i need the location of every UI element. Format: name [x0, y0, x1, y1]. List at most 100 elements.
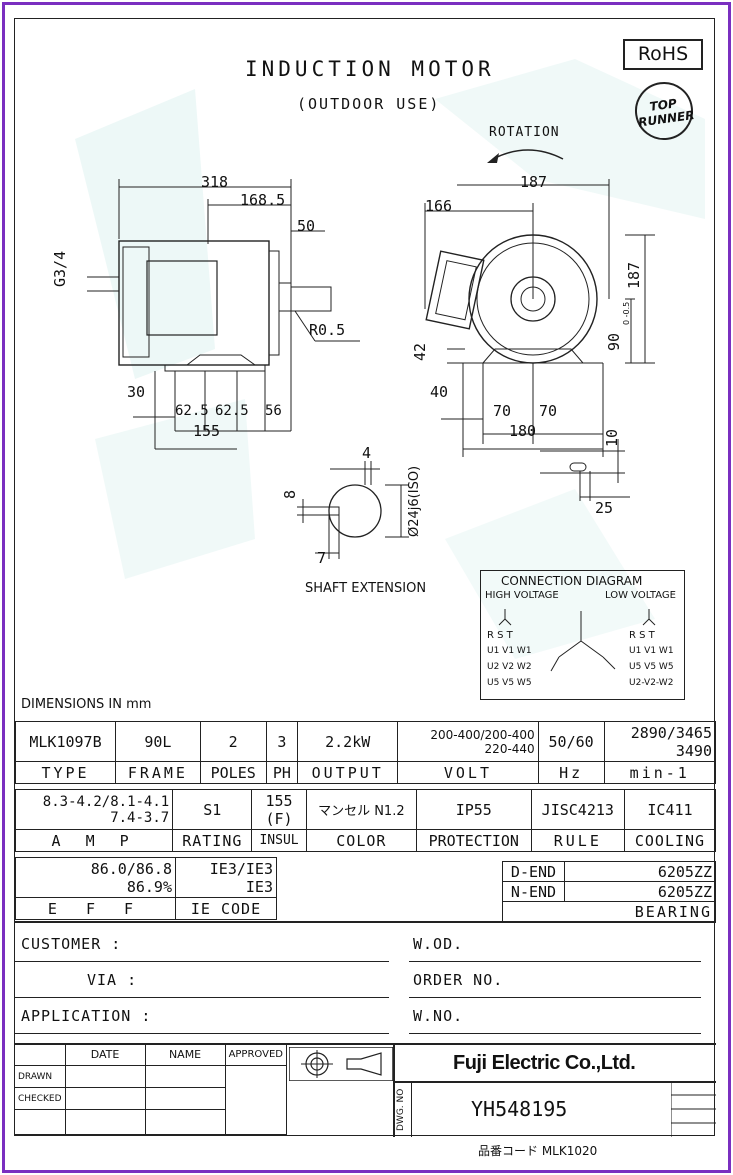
ie-code-label: IE CODE — [175, 897, 277, 920]
dim-40: 40 — [430, 383, 449, 401]
company-name: Fuji Electric Co.,Ltd. — [453, 1052, 636, 1074]
via-underline — [15, 997, 389, 998]
customer-label: CUSTOMER : — [21, 935, 122, 953]
order-no-underline — [409, 997, 701, 998]
rotation-label: ROTATION — [489, 125, 560, 140]
cooling-value: IC411 — [623, 789, 717, 830]
page-subtitle: (OUTDOOR USE) — [297, 95, 441, 113]
volt-label: VOLT — [397, 761, 539, 784]
checked-label: CHECKED — [15, 1087, 66, 1110]
wiring-diagram-icon — [498, 609, 656, 672]
dim-10: 10 — [603, 428, 621, 447]
dim-42: 42 — [411, 342, 429, 361]
rating-value: S1 — [172, 789, 253, 830]
frame-value: 90L — [115, 721, 201, 762]
connection-diagram: CONNECTION DIAGRAM HIGH VOLTAGE LOW VOLT… — [480, 570, 685, 700]
dim-166: 166 — [425, 197, 453, 215]
output-value: 2.2kW — [297, 721, 399, 762]
divider — [411, 1081, 412, 1137]
low-row3: U2-V2-W2 — [629, 678, 674, 688]
low-row1: U1 V1 W1 — [629, 646, 674, 656]
speed-label: min-1 — [603, 761, 717, 784]
dim-70-b: 70 — [539, 402, 558, 420]
ph-value: 3 — [265, 721, 299, 762]
high-row2: U2 V2 W2 — [487, 662, 532, 672]
application-underline — [15, 1033, 389, 1034]
approved-header: APPROVED — [224, 1043, 288, 1066]
dim-25: 25 — [595, 499, 614, 517]
high-row3: U5 V5 W5 — [487, 678, 532, 688]
dim-shaft-4: 4 — [362, 444, 372, 462]
output-label: OUTPUT — [297, 761, 399, 784]
dim-70-a: 70 — [493, 402, 512, 420]
dim-180: 180 — [509, 422, 537, 440]
n-end-label: N-END — [502, 881, 565, 902]
revision-box — [671, 1081, 716, 1137]
hz-value: 50/60 — [537, 721, 605, 762]
drawing-sheet: RoHS TOP RUNNER INDUCTION MOTOR (OUTDOOR… — [14, 18, 717, 1137]
projection-symbol-icon — [289, 1047, 393, 1081]
date-header: DATE — [64, 1043, 146, 1066]
type-label: TYPE — [14, 761, 117, 784]
shaft-extension-drawing — [297, 461, 409, 559]
dim-90-tolerance: 0 -0.5 — [622, 301, 631, 325]
wno-underline — [409, 1033, 701, 1034]
dim-shaft-8: 8 — [281, 489, 299, 499]
dim-62-5-b: 62.5 — [215, 403, 249, 419]
model-value: MLK1097B — [14, 721, 117, 762]
high-row1: U1 V1 W1 — [487, 646, 532, 656]
ph-label: PH — [265, 761, 299, 784]
dim-187-right: 187 — [625, 261, 643, 289]
bearing-table: D-END 6205ZZ N-END 6205ZZ BEARING — [502, 861, 716, 922]
dwg-no-label: DWG. NO — [396, 1088, 406, 1131]
key-detail-drawing — [540, 439, 630, 501]
poles-value: 2 — [199, 721, 267, 762]
dim-shaft-diameter: Ø24j6(ISO) — [407, 465, 422, 537]
shaft-extension-label: SHAFT EXTENSION — [305, 581, 427, 596]
color-label: COLOR — [305, 829, 417, 852]
application-label: APPLICATION : — [21, 1007, 152, 1025]
frame-label: FRAME — [115, 761, 201, 784]
dim-168-5: 168.5 — [240, 191, 286, 209]
divider — [393, 1081, 716, 1083]
bearing-label: BEARING — [502, 901, 716, 922]
low-rst: R S T — [629, 630, 655, 641]
high-rst: R S T — [487, 630, 513, 641]
connection-title: CONNECTION DIAGRAM — [501, 574, 643, 588]
high-voltage-label: HIGH VOLTAGE — [485, 590, 559, 601]
dim-90: 90 — [605, 332, 623, 351]
dwg-number: YH548195 — [471, 1097, 568, 1121]
divider — [15, 921, 716, 923]
dim-155: 155 — [193, 422, 221, 440]
side-view-drawing — [87, 179, 360, 450]
customer-underline — [15, 961, 389, 962]
order-no-label: ORDER NO. — [413, 971, 504, 989]
wod-underline — [409, 961, 701, 962]
protection-label: PROTECTION — [415, 829, 532, 852]
hz-label: Hz — [537, 761, 605, 784]
dim-50: 50 — [297, 217, 316, 235]
rohs-badge: RoHS — [623, 39, 703, 70]
rating-label: RATING — [172, 829, 253, 852]
wno-label: W.NO. — [413, 1007, 464, 1025]
front-view-drawing — [424, 179, 655, 457]
dim-318: 318 — [201, 173, 229, 191]
low-row2: U5 V5 W5 — [629, 662, 674, 672]
rotation-arrow-icon — [487, 149, 564, 163]
product-code: 品番コード MLK1020 — [478, 1144, 598, 1158]
dim-g3-4: G3/4 — [51, 250, 69, 287]
dim-shaft-7: 7 — [317, 549, 327, 567]
d-end-label: D-END — [502, 861, 565, 882]
divider — [393, 1043, 395, 1137]
dim-62-5-a: 62.5 — [175, 403, 209, 419]
n-end-value: 6205ZZ — [564, 881, 716, 902]
cooling-label: COOLING — [623, 829, 717, 852]
drawn-label: DRAWN — [15, 1065, 66, 1088]
insul-label: INSUL — [251, 829, 307, 852]
